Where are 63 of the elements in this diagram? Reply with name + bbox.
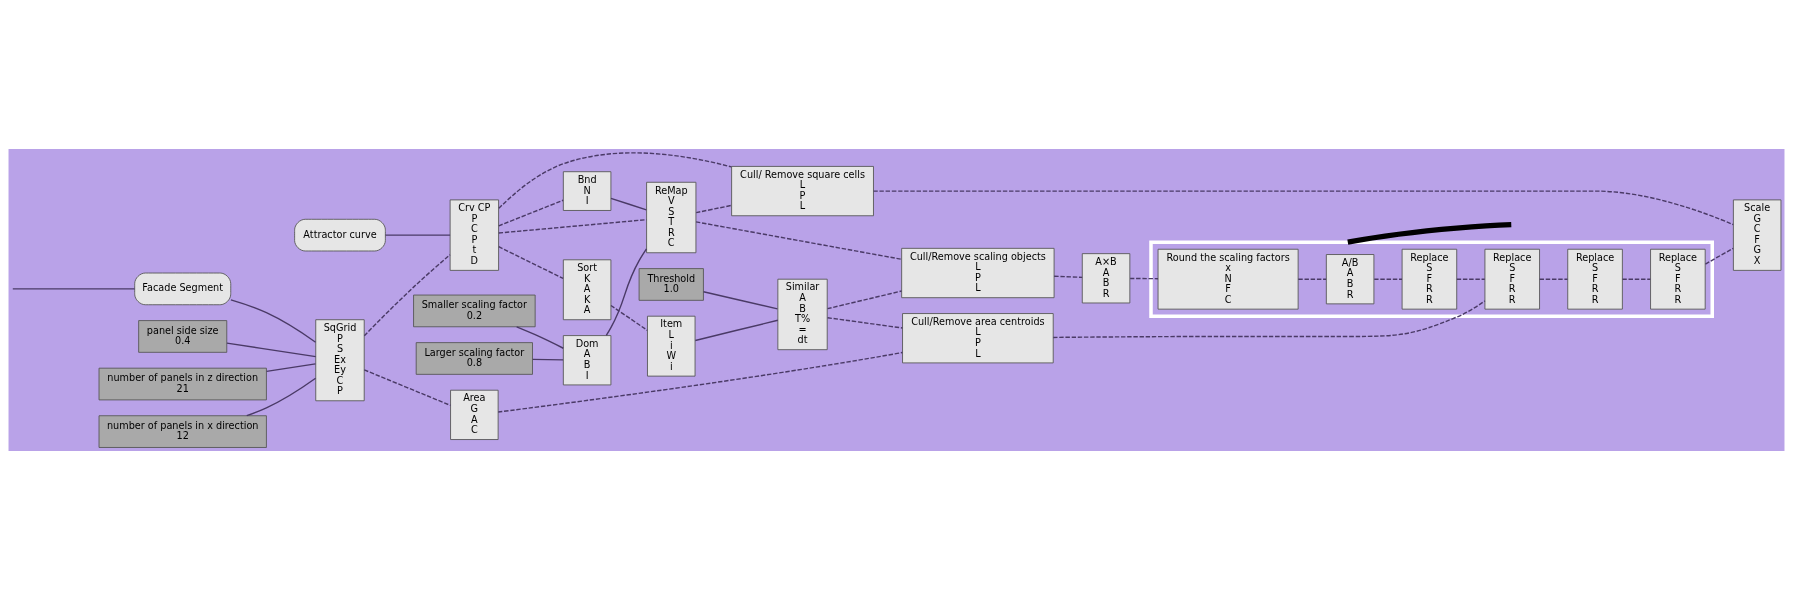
node-box: Smaller scaling factor 0.2 — [413, 294, 536, 328]
node-box: Bnd N I — [562, 171, 612, 211]
connector — [230, 299, 317, 343]
connector — [226, 342, 317, 358]
connector — [1052, 300, 1486, 339]
connector — [265, 363, 317, 373]
node-box: A/B A B R — [1325, 254, 1375, 305]
connector — [1373, 278, 1403, 280]
node-box: panel side size 0.4 — [138, 320, 228, 353]
node-box: Similar A B T% = dt — [777, 278, 828, 351]
connector — [1053, 275, 1083, 279]
connector — [610, 304, 648, 332]
connector — [610, 197, 648, 211]
connector — [1129, 277, 1159, 280]
connector — [1297, 278, 1327, 280]
node-box: Cull/Remove scaling objects L P L — [901, 247, 1055, 299]
connector — [1538, 278, 1569, 280]
connector — [826, 317, 904, 329]
connector — [498, 218, 648, 234]
connector — [872, 190, 1734, 226]
node-box: Area G A C — [450, 389, 499, 440]
node-box: number of panels in z direction 21 — [98, 367, 267, 401]
node-box: Round the scaling factors x N F C — [1157, 248, 1299, 310]
connector — [498, 246, 564, 280]
connector — [498, 152, 733, 210]
node-box: Larger scaling factor 0.8 — [415, 342, 533, 375]
connector — [1621, 278, 1652, 280]
connector — [532, 358, 564, 361]
cluster — [1149, 240, 1714, 318]
node-box: number of panels in x direction 12 — [98, 415, 267, 448]
connector — [694, 319, 779, 342]
connector — [695, 204, 733, 214]
node-box: Replace S F R R — [1650, 248, 1706, 310]
connector — [515, 326, 564, 349]
connector — [1347, 221, 1512, 245]
node-box: Cull/Remove area centroids L P L — [902, 313, 1054, 364]
node-box: Replace S F R R — [1567, 248, 1623, 310]
node-box: ReMap V S T R C — [646, 181, 697, 254]
connector — [12, 288, 136, 290]
node-box: Attractor curve — [294, 218, 386, 252]
node-box: Facade Segment — [134, 272, 232, 306]
connector — [363, 254, 451, 337]
connector — [246, 377, 317, 417]
connector — [695, 221, 903, 260]
node-box: Cull/ Remove square cells L P L — [731, 166, 874, 217]
connector — [605, 248, 648, 337]
connector — [384, 234, 451, 236]
connector — [1704, 247, 1734, 265]
node-box: Sort K A K A — [562, 259, 612, 321]
node-box: Replace S F R R — [1401, 248, 1458, 310]
connector — [1456, 278, 1486, 280]
node-box: Threshold 1.0 — [638, 268, 704, 301]
node-box: Crv CP P C P t D — [449, 199, 499, 271]
node-box: SqGrid P S Ex Ey C P — [315, 319, 365, 402]
node-box: Replace S F R R — [1484, 248, 1540, 310]
node-box: Item L i W i — [647, 315, 696, 377]
connector — [702, 291, 779, 310]
connector — [498, 199, 564, 227]
node-box: Scale G C F G X — [1732, 199, 1782, 271]
connector — [497, 351, 904, 413]
node-box: Dom A B I — [562, 335, 612, 386]
node-box: A×B A B R — [1081, 253, 1131, 304]
connector — [826, 290, 903, 310]
